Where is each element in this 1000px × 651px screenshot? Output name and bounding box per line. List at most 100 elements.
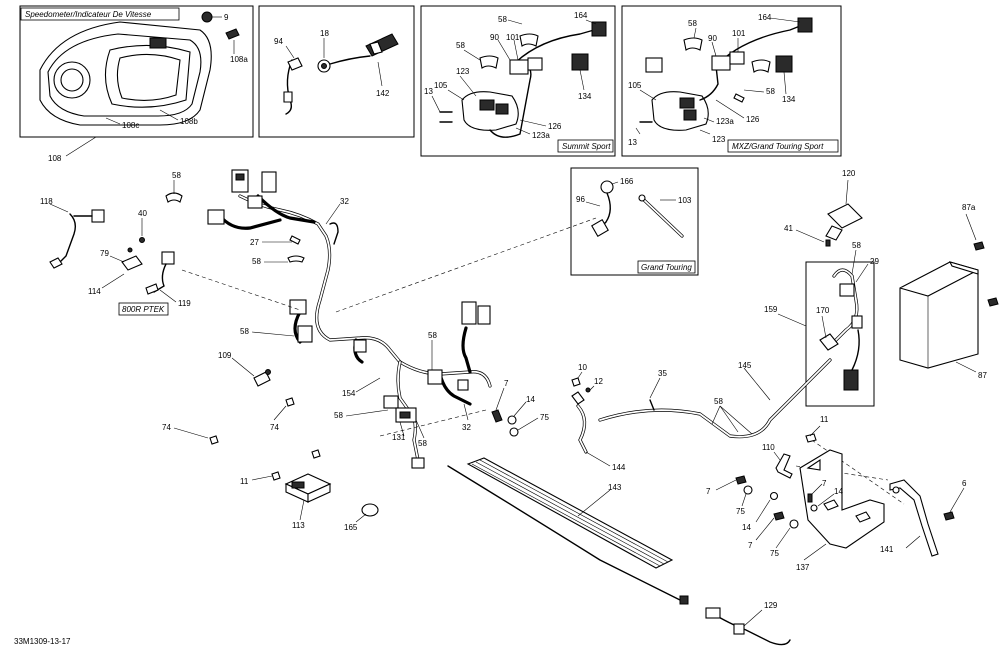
label-7-center: 7 [504, 379, 509, 388]
label-105-mxz: 105 [628, 81, 642, 90]
nut-12 [585, 387, 591, 393]
diagram-code: 33M1309-13-17 [14, 637, 71, 646]
sensor-119 [145, 251, 175, 295]
label-58-rear: 58 [714, 397, 723, 406]
main-wiring-harness [165, 169, 492, 469]
bolt-7-right-a [735, 475, 747, 485]
clamp-109 [253, 369, 271, 387]
washer-14-center [507, 415, 517, 425]
label-170: 170 [816, 306, 830, 315]
label-137: 137 [796, 563, 810, 572]
sensor-wire-94 [283, 33, 399, 115]
label-164-summit: 164 [574, 11, 588, 20]
label-27: 27 [250, 238, 259, 247]
label-129: 129 [764, 601, 778, 610]
summit-sport-caption: Summit Sport [562, 142, 611, 151]
label-13-summit: 13 [424, 87, 433, 96]
label-142: 142 [376, 89, 390, 98]
rear-harness-145 [571, 358, 832, 454]
label-118: 118 [40, 197, 53, 206]
label-101-summit: 101 [506, 33, 520, 42]
label-58-summit-b: 58 [456, 41, 465, 50]
label-75-right-b: 75 [770, 549, 779, 558]
label-75-center: 75 [540, 413, 549, 422]
label-29: 29 [870, 257, 879, 266]
label-141: 141 [880, 545, 894, 554]
label-87: 87 [978, 371, 987, 380]
label-58-left: 58 [240, 327, 249, 336]
label-7-right-c: 7 [748, 541, 753, 550]
summit-switch-assembly [439, 21, 607, 138]
label-134-mxz: 134 [782, 95, 796, 104]
washer-14-right-a [769, 491, 779, 501]
bracket-137 [799, 433, 885, 549]
label-13-mxz: 13 [628, 138, 637, 147]
label-58-top: 58 [172, 171, 181, 180]
relay-120 [825, 203, 863, 241]
label-110: 110 [762, 443, 775, 452]
label-109: 109 [218, 351, 232, 360]
label-7-right-a: 7 [706, 487, 711, 496]
label-9: 9 [224, 13, 229, 22]
nut-40 [139, 237, 145, 243]
label-126-summit: 126 [548, 122, 562, 131]
bracket-110 [775, 453, 793, 479]
label-159: 159 [764, 305, 778, 314]
label-123-summit: 123 [456, 67, 470, 76]
speedometer-assembly [39, 21, 212, 126]
label-58-mxz-b: 58 [766, 87, 775, 96]
label-18: 18 [320, 29, 329, 38]
battery-87 [899, 261, 999, 369]
label-123-mxz: 123 [712, 135, 726, 144]
clip-74-b [209, 435, 219, 445]
label-74-a: 74 [270, 423, 279, 432]
label-108: 108 [48, 154, 62, 163]
label-79: 79 [100, 249, 109, 258]
label-96: 96 [576, 195, 585, 204]
label-58-mxz-a: 58 [688, 19, 697, 28]
label-166: 166 [620, 177, 634, 186]
label-10: 10 [578, 363, 587, 372]
screw-9 [201, 11, 240, 40]
label-165: 165 [344, 523, 358, 532]
label-94: 94 [274, 37, 283, 46]
fuse-box-113 [271, 449, 332, 503]
bolt-6 [943, 511, 955, 521]
wire-129 [447, 465, 791, 646]
bolt-7-right-b [807, 493, 813, 503]
speedometer-caption: Speedometer/Indicateur De Vitesse [25, 10, 152, 19]
label-7-right-b: 7 [822, 479, 827, 488]
label-35: 35 [658, 369, 667, 378]
label-14-center: 14 [526, 395, 535, 404]
bolt-41 [825, 239, 831, 247]
label-114: 114 [88, 287, 101, 296]
grand-touring-box [570, 167, 699, 276]
label-6: 6 [962, 479, 967, 488]
label-75-right-a: 75 [736, 507, 745, 516]
mxz-switch-assembly [639, 17, 813, 131]
bracket-141 [889, 479, 939, 557]
label-123a-mxz: 123a [716, 117, 734, 126]
label-32-a: 32 [340, 197, 349, 206]
grommet-75-center [509, 427, 519, 437]
label-134-summit: 134 [578, 92, 592, 101]
bolt-7-right-c [773, 511, 785, 521]
washer-14-right-b [810, 504, 818, 512]
label-58-relay: 58 [852, 241, 861, 250]
label-58-bottom: 58 [418, 439, 427, 448]
label-164-mxz: 164 [758, 13, 772, 22]
grommet-75-right-a [743, 485, 753, 495]
grommet-75-right-b [789, 519, 799, 529]
label-103: 103 [678, 196, 692, 205]
label-90-summit: 90 [490, 33, 499, 42]
label-58-mid: 58 [252, 257, 261, 266]
label-11-left: 11 [240, 477, 249, 486]
label-58-center: 58 [428, 331, 437, 340]
label-32-b: 32 [462, 423, 471, 432]
grand-touring-caption: Grand Touring [641, 263, 692, 272]
label-144: 144 [612, 463, 626, 472]
label-74-b: 74 [162, 423, 171, 432]
label-119: 119 [178, 299, 191, 308]
label-120: 120 [842, 169, 856, 178]
